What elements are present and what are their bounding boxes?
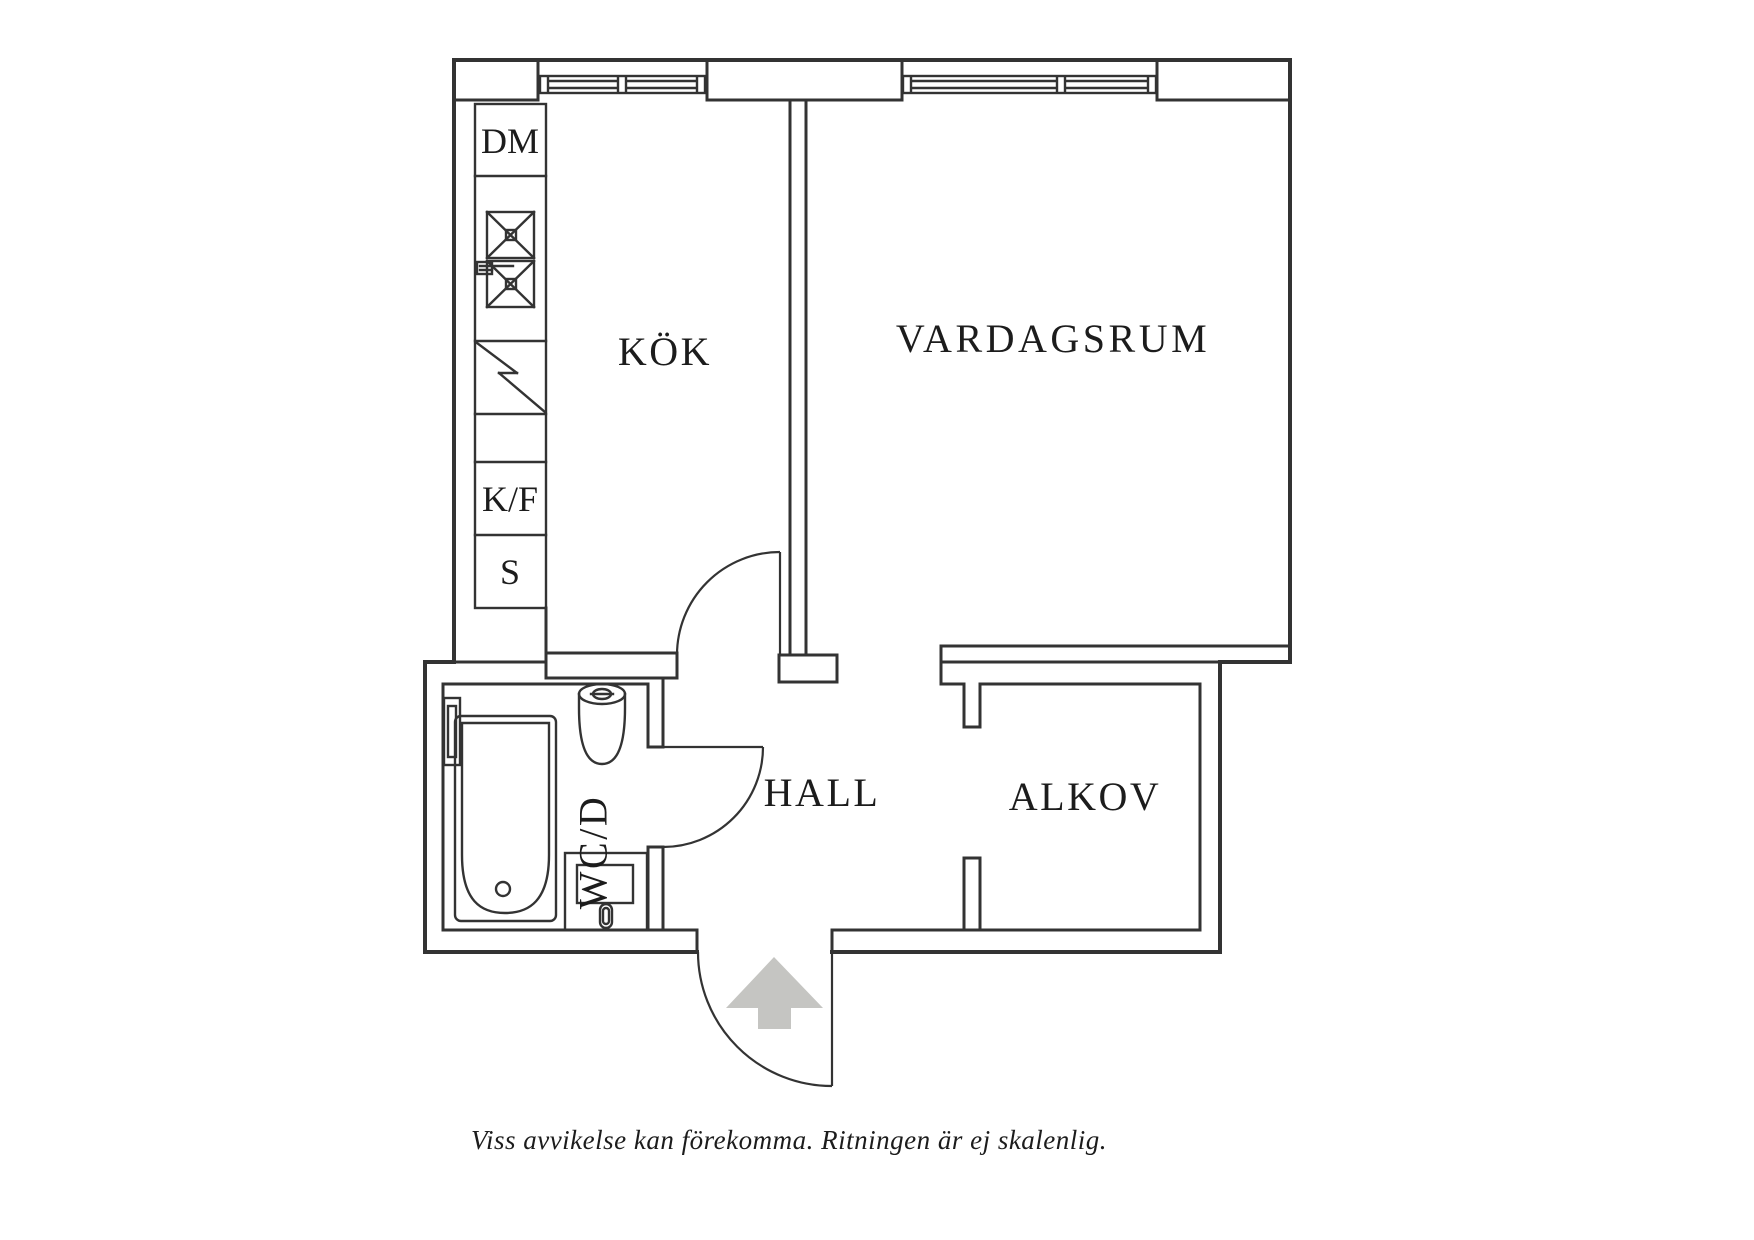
pantry-label: S: [500, 552, 520, 592]
kitchen-window-icon: [538, 74, 707, 95]
stove-icon: [475, 341, 547, 414]
entry-door-icon: [696, 951, 834, 1088]
room-label-kitchen: KÖK: [618, 329, 712, 374]
room-label-living-room: VARDAGSRUM: [896, 316, 1210, 361]
radiator-icon: [442, 696, 462, 767]
washbasin-icon: [563, 851, 649, 932]
bathtub-icon: [453, 714, 558, 923]
living-room-window-icon: [901, 74, 1158, 95]
room-label-bathroom: WC/D: [571, 795, 616, 909]
room-label-alcove: ALKOV: [1009, 774, 1161, 819]
bathroom-door-icon: [662, 745, 765, 849]
toilet-icon: [577, 682, 627, 766]
dishwasher-label: DM: [481, 121, 539, 161]
kitchen-door-icon: [675, 550, 782, 656]
entry-arrow-icon: [726, 957, 823, 1029]
caption: Viss avvikelse kan förekomma. Ritningen …: [471, 1125, 1107, 1155]
sink-icon: [475, 210, 536, 309]
kitchen-counter: DM K/F S: [473, 102, 548, 680]
exterior-wall: [423, 58, 1292, 954]
room-label-hall: HALL: [764, 770, 881, 815]
fridge-freezer-label: K/F: [482, 479, 538, 519]
